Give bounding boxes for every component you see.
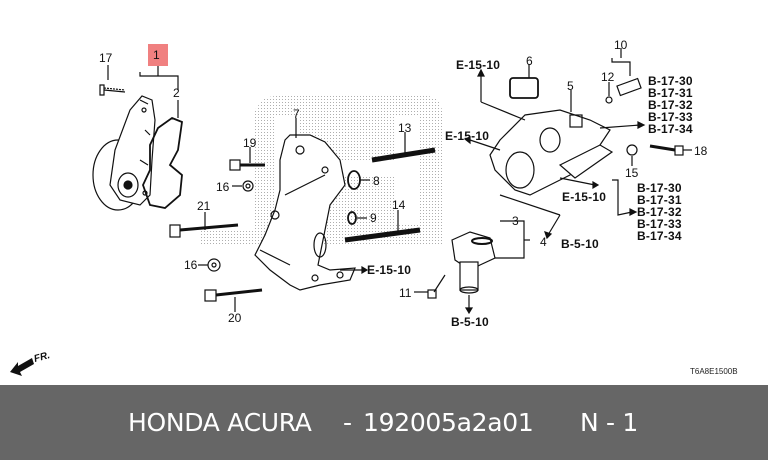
nut-16b — [207, 258, 221, 272]
callout-5[interactable]: 5 — [567, 79, 574, 93]
callout-16-upper[interactable]: 16 — [216, 180, 230, 194]
callout-17[interactable]: 17 — [99, 51, 113, 65]
highlight-callout-1 — [148, 44, 168, 66]
callout-10[interactable]: 10 — [614, 38, 628, 52]
ref-b-17-30-top[interactable]: B-17-30 — [648, 74, 693, 88]
bracket-illustration — [254, 134, 356, 291]
callout-21[interactable]: 21 — [197, 199, 211, 213]
bolt-20 — [204, 288, 263, 302]
callout-18[interactable]: 18 — [694, 144, 708, 158]
bolt-17 — [99, 84, 126, 96]
parts-diagram: 1 2 3 4 5 6 7 8 9 10 11 12 13 14 15 16 1… — [10, 38, 738, 376]
sensor-10 — [616, 77, 642, 97]
callout-16-lower[interactable]: 16 — [184, 258, 198, 272]
ref-b-17-33-top[interactable]: B-17-33 — [648, 110, 693, 124]
ref-b-17-34-bottom[interactable]: B-17-34 — [637, 229, 682, 243]
footer-brand: HONDA ACURA — [128, 408, 312, 437]
diagram-code: T6A8E1500B — [690, 367, 738, 376]
callout-9[interactable]: 9 — [370, 211, 377, 225]
callout-13[interactable]: 13 — [398, 121, 412, 135]
footer-position: N - 1 — [580, 408, 639, 437]
callout-12[interactable]: 12 — [601, 70, 615, 84]
ref-b-5-10-right[interactable]: B-5-10 — [561, 237, 599, 251]
ref-e-15-10-mid[interactable]: E-15-10 — [562, 190, 607, 204]
callout-7[interactable]: 7 — [293, 107, 300, 121]
ref-b-17-31-bottom[interactable]: B-17-31 — [637, 193, 682, 207]
stud-13 — [371, 147, 436, 163]
callout-20[interactable]: 20 — [228, 311, 242, 325]
callout-3[interactable]: 3 — [512, 214, 519, 228]
callout-6[interactable]: 6 — [526, 54, 533, 68]
ref-b-17-32-top[interactable]: B-17-32 — [648, 98, 693, 112]
bolt-18 — [649, 144, 684, 156]
parts-illustration — [10, 48, 692, 376]
ref-b-17-30-bottom[interactable]: B-17-30 — [637, 181, 682, 195]
water-outlet-housing — [489, 109, 614, 196]
ref-b-17-32-bottom[interactable]: B-17-32 — [637, 205, 682, 219]
thermostat-housing — [451, 231, 496, 294]
callout-1[interactable]: 1 — [153, 48, 160, 62]
footer-part-number: 192005a2a01 — [363, 408, 534, 437]
nut-16a — [242, 180, 254, 192]
callout-14[interactable]: 14 — [392, 198, 406, 212]
footer-bar: HONDA ACURA - 192005a2a01 N - 1 — [0, 385, 768, 460]
water-pump-illustration — [92, 95, 156, 211]
gasket-illustration — [142, 116, 183, 209]
ref-e-15-10-left[interactable]: E-15-10 — [445, 129, 490, 143]
footer-separator: - — [343, 408, 352, 437]
ref-b-17-31-top[interactable]: B-17-31 — [648, 86, 693, 100]
callout-11[interactable]: 11 — [399, 286, 412, 300]
callout-19[interactable]: 19 — [243, 136, 257, 150]
ref-e-15-10-top[interactable]: E-15-10 — [456, 58, 501, 72]
callout-8[interactable]: 8 — [373, 174, 380, 188]
nut-15 — [626, 144, 638, 156]
bolt-11 — [427, 274, 446, 299]
ref-e-15-10-bracket[interactable]: E-15-10 — [367, 263, 412, 277]
ref-b-5-10-bottom[interactable]: B-5-10 — [451, 315, 489, 329]
callout-4[interactable]: 4 — [540, 235, 547, 249]
front-arrow-icon — [10, 358, 34, 376]
bolt-21 — [169, 223, 239, 238]
o-ring-9 — [347, 211, 357, 225]
bolt-19 — [229, 159, 265, 171]
ref-b-17-34-top[interactable]: B-17-34 — [648, 122, 693, 136]
gasket-6 — [509, 77, 539, 99]
stud-14 — [344, 227, 421, 243]
washer-12 — [605, 96, 613, 104]
callout-15[interactable]: 15 — [625, 166, 639, 180]
ref-b-17-33-bottom[interactable]: B-17-33 — [637, 217, 682, 231]
callout-2[interactable]: 2 — [173, 86, 180, 100]
